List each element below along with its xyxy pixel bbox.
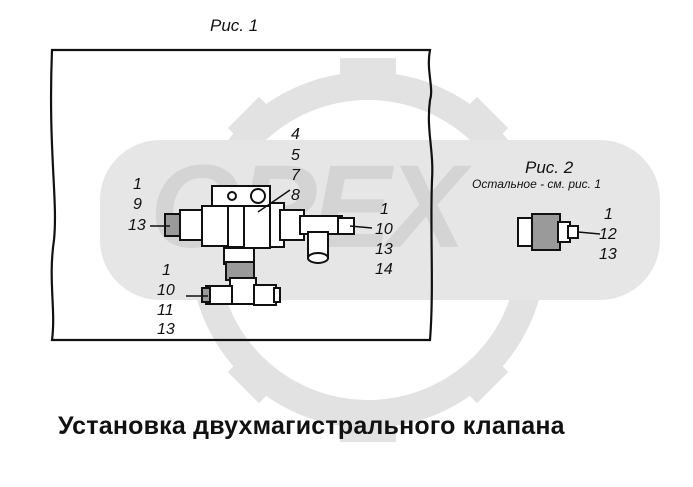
figure2-title: Рис. 2 bbox=[525, 158, 574, 177]
callout-13: 13 bbox=[599, 246, 617, 263]
callout-1: 1 bbox=[133, 176, 142, 193]
figure1-title: Рис. 1 bbox=[210, 16, 259, 35]
callout-1: 1 bbox=[162, 262, 171, 279]
callout-13: 13 bbox=[157, 321, 175, 338]
callout-1: 1 bbox=[380, 201, 389, 218]
valve-assembly bbox=[164, 185, 355, 306]
panel-frame bbox=[49, 48, 434, 342]
fitting-fig2 bbox=[517, 213, 579, 251]
callout-12: 12 bbox=[599, 226, 617, 243]
figure2-note: Остальное - см. рис. 1 bbox=[472, 177, 602, 191]
callout-4: 4 bbox=[291, 126, 300, 143]
callout-11: 11 bbox=[157, 302, 174, 319]
callout-7: 7 bbox=[291, 167, 300, 184]
callout-13: 13 bbox=[375, 241, 393, 258]
callout-14: 14 bbox=[375, 261, 393, 278]
callout-10: 10 bbox=[375, 221, 393, 238]
callout-9: 9 bbox=[133, 196, 142, 213]
callout-1: 1 bbox=[604, 206, 613, 223]
diagram-caption: Установка двухмагистрального клапана bbox=[58, 412, 565, 440]
callout-13: 13 bbox=[128, 217, 146, 234]
callout-10: 10 bbox=[157, 282, 175, 299]
callout-5: 5 bbox=[291, 147, 300, 164]
callout-8: 8 bbox=[291, 187, 300, 204]
